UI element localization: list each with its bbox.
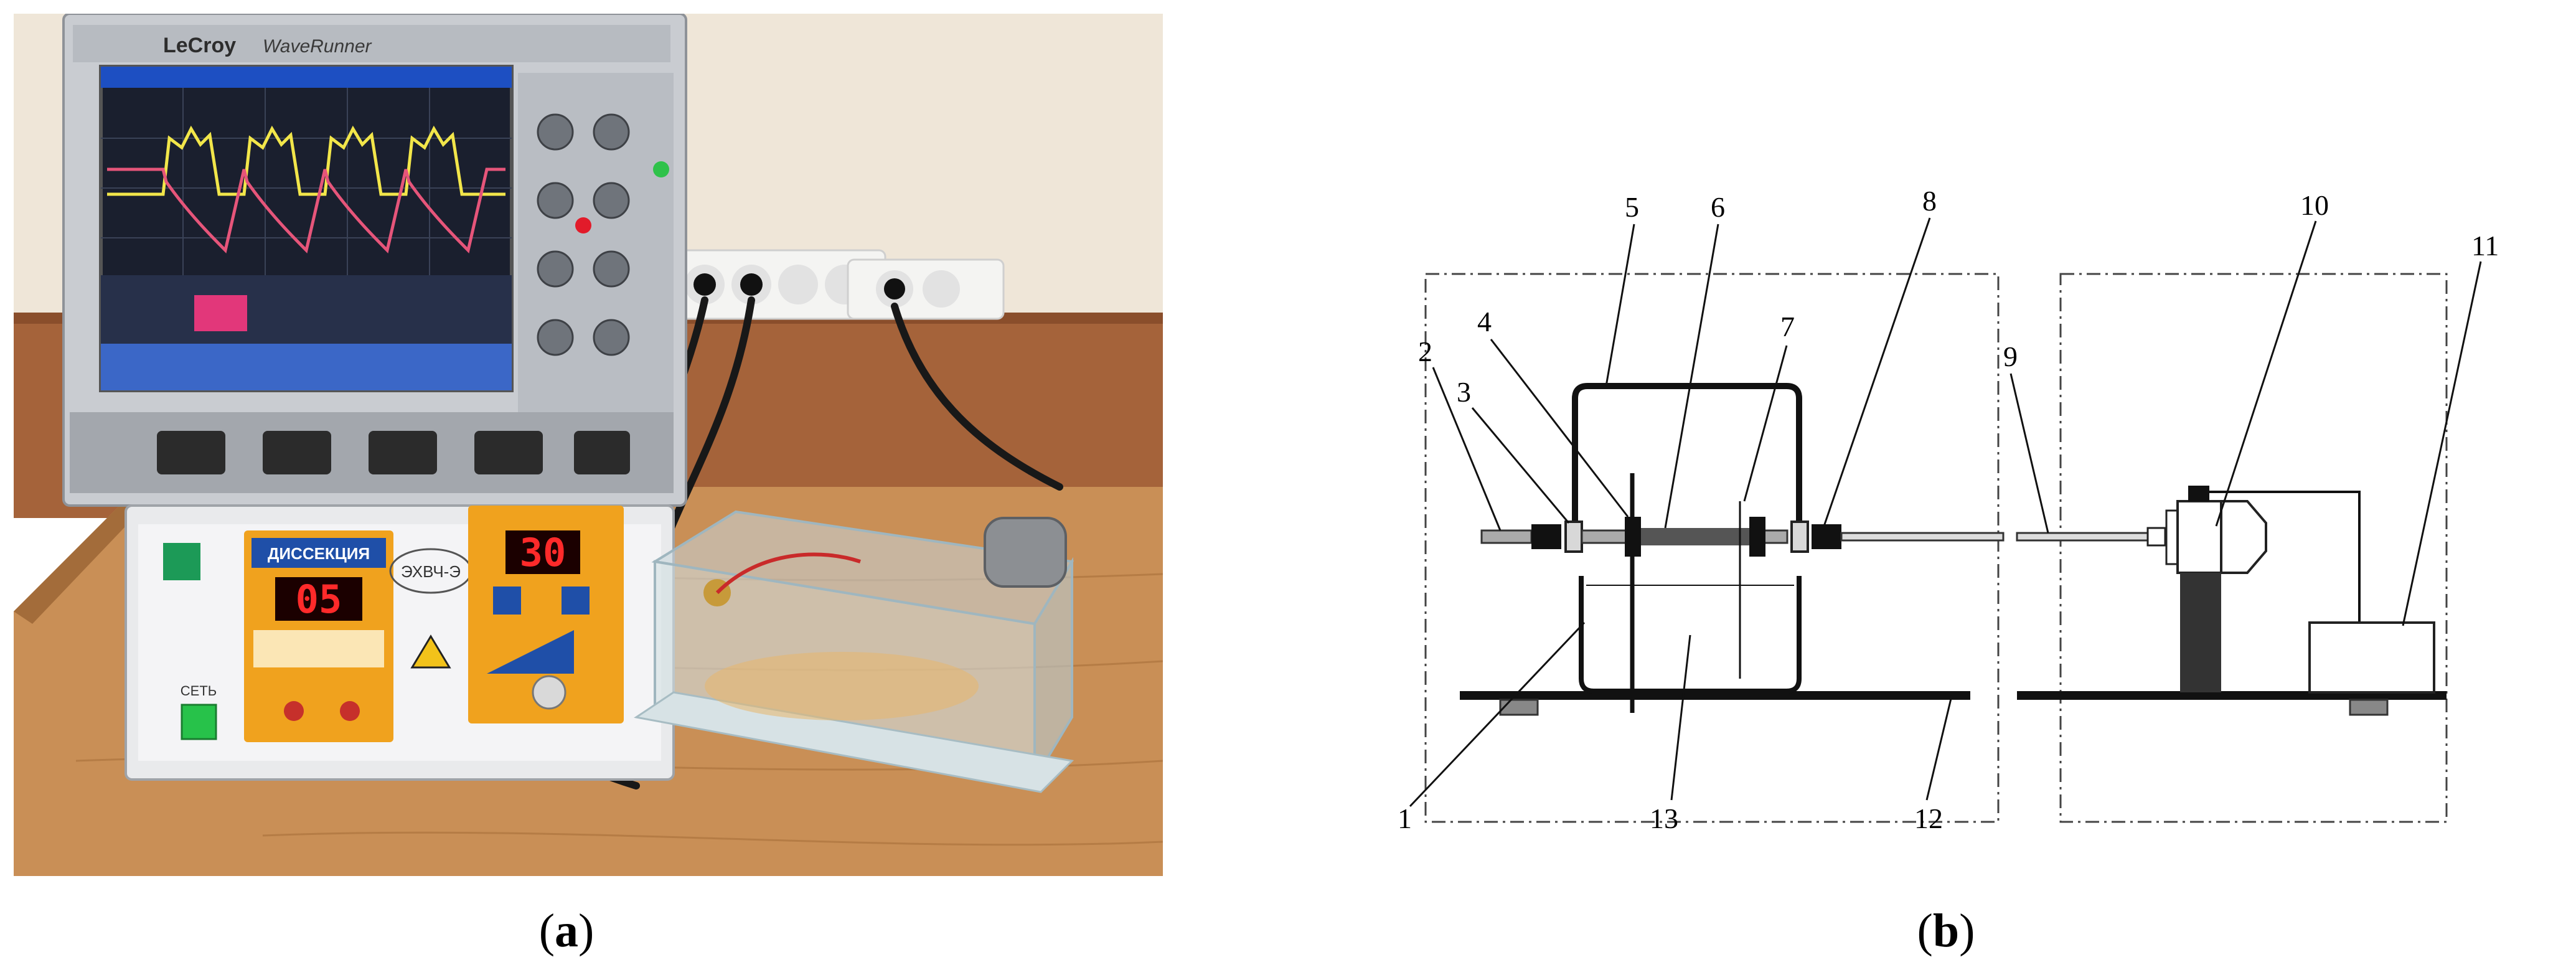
photo-panel-a: LeCroy WaveRunner bbox=[14, 14, 1163, 876]
motor-cable bbox=[2209, 491, 2361, 623]
wall-socket-strip-right bbox=[847, 258, 1005, 320]
callout-10: 10 bbox=[2300, 189, 2329, 221]
base-plate bbox=[1460, 691, 1970, 700]
motor-terminal bbox=[2188, 486, 2209, 501]
acrylic-test-chamber bbox=[634, 510, 1074, 793]
callout-4: 4 bbox=[1477, 306, 1492, 337]
caption-a-open: ( bbox=[538, 905, 555, 957]
bearing-left bbox=[1564, 521, 1583, 553]
scope-knobs bbox=[537, 113, 630, 356]
test-leads bbox=[715, 552, 861, 595]
sample-holder bbox=[1637, 528, 1756, 545]
callout-8: 8 bbox=[1922, 187, 1937, 217]
wall-socket-strip-left bbox=[666, 249, 886, 320]
clamp-right bbox=[1749, 517, 1765, 557]
leader-lines bbox=[1409, 217, 2482, 808]
callout-11: 11 bbox=[2471, 230, 2499, 261]
scope-highlight-cell bbox=[194, 295, 247, 331]
generator-right-display-value: 30 bbox=[520, 530, 566, 575]
caption-b: (b) bbox=[1871, 904, 2021, 958]
generator-power-label: СЕТЬ bbox=[181, 683, 217, 699]
generator-left-display bbox=[275, 577, 362, 621]
callout-1: 1 bbox=[1398, 803, 1412, 834]
generator-output-socket bbox=[532, 675, 566, 710]
scope-title-bar bbox=[101, 67, 512, 88]
control-unit bbox=[2308, 621, 2435, 694]
frame bbox=[1572, 383, 1802, 539]
generator-power-switch bbox=[181, 704, 217, 740]
drive-shaft bbox=[2016, 532, 2149, 542]
scope-brand: LeCroy bbox=[163, 34, 236, 57]
coupling-left bbox=[1531, 524, 1561, 549]
bearing-right bbox=[1790, 521, 1809, 553]
scope-trace-pink bbox=[107, 167, 505, 253]
bath bbox=[1579, 576, 1802, 694]
foot-right bbox=[2349, 699, 2389, 716]
caption-a-letter: a bbox=[555, 905, 578, 957]
acrylic-base-plate bbox=[634, 691, 1074, 793]
shaft-extension bbox=[1840, 532, 2005, 542]
generator-green-badge bbox=[163, 543, 200, 580]
scope-trace-yellow bbox=[107, 125, 505, 196]
motor-flange bbox=[2165, 509, 2179, 565]
callout-9: 9 bbox=[2003, 341, 2018, 372]
foot-left bbox=[1499, 699, 1539, 716]
caption-b-open: ( bbox=[1917, 905, 1933, 957]
scope-led-green bbox=[653, 161, 669, 177]
oscilloscope: LeCroy WaveRunner bbox=[62, 14, 687, 507]
motor-stand bbox=[2180, 573, 2221, 692]
caption-b-close: ) bbox=[1959, 905, 1975, 957]
scope-model: WaveRunner bbox=[263, 36, 372, 57]
callout-3: 3 bbox=[1457, 376, 1471, 408]
scope-led-red bbox=[575, 217, 591, 233]
scope-channel-inputs bbox=[157, 431, 630, 474]
electrosurgical-generator: ДИССЕКЦИЯ 05 ЭХВЧ-Э 30 СЕТЬ bbox=[125, 504, 675, 781]
liquid-bath bbox=[705, 652, 979, 720]
scope-taskbar bbox=[101, 344, 512, 390]
caption-a: (a) bbox=[492, 904, 641, 958]
enclosure-left bbox=[1424, 273, 2000, 823]
shaft-left-end bbox=[1480, 529, 1533, 544]
callout-6: 6 bbox=[1711, 191, 1725, 223]
generator-right-display bbox=[505, 530, 580, 574]
callout-2: 2 bbox=[1418, 336, 1432, 367]
callout-7: 7 bbox=[1780, 311, 1795, 342]
motor-shaft-tip bbox=[2146, 527, 2166, 547]
motor-body bbox=[2176, 500, 2222, 574]
generator-model: ЭХВЧ-Э bbox=[401, 562, 461, 581]
generator-left-display-value: 05 bbox=[296, 577, 342, 622]
callout-12: 12 bbox=[1914, 803, 1943, 834]
scope-measure-panel bbox=[101, 275, 512, 344]
warning-icon bbox=[410, 634, 451, 669]
callout-5: 5 bbox=[1625, 191, 1639, 223]
schematic-panel-b: 1 2 3 4 5 6 7 8 9 10 11 12 13 bbox=[1398, 187, 2499, 834]
coupling-right bbox=[1812, 524, 1841, 549]
motor-cap bbox=[2220, 500, 2267, 574]
enclosure-right bbox=[2059, 273, 2448, 823]
generator-mode-label: ДИССЕКЦИЯ bbox=[268, 544, 370, 563]
caption-b-letter: b bbox=[1932, 905, 1960, 957]
callout-13: 13 bbox=[1650, 803, 1678, 834]
electric-motor bbox=[984, 517, 1067, 588]
caption-a-close: ) bbox=[578, 905, 595, 957]
